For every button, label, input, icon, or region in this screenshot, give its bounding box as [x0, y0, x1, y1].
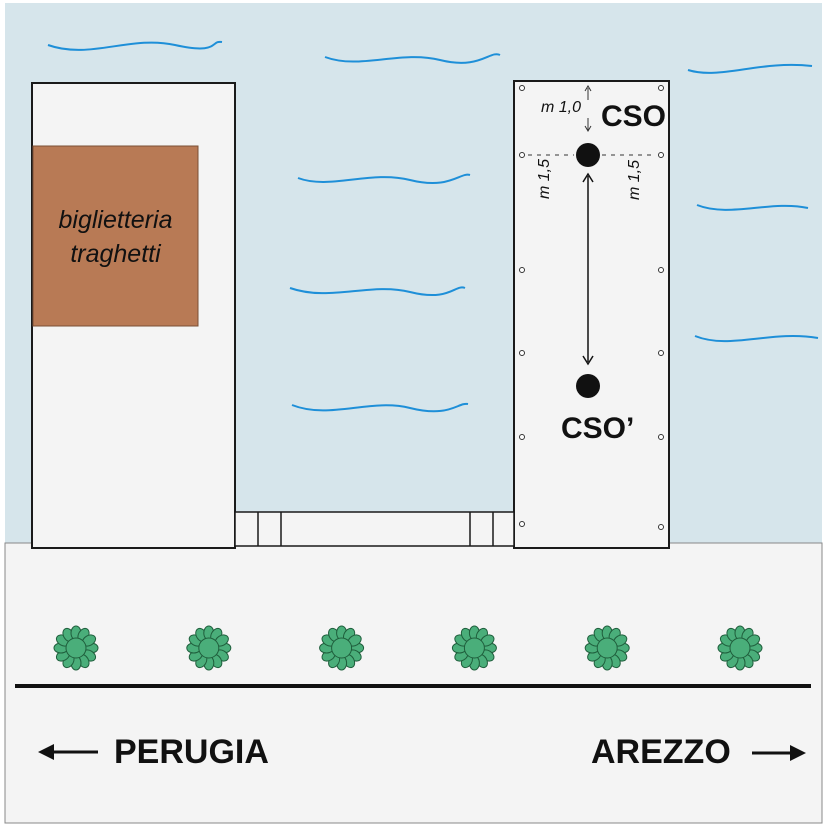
cso-label: CSO	[601, 100, 667, 133]
bollard	[658, 434, 664, 440]
bollard	[519, 152, 525, 158]
wave	[291, 402, 469, 413]
ticket-office-building	[32, 145, 199, 327]
bollard	[658, 85, 664, 91]
cso-prime-label: CSO’	[561, 412, 635, 445]
ground	[4, 542, 823, 824]
bollard	[519, 85, 525, 91]
bollard	[519, 350, 525, 356]
ticket-office-label: biglietteria traghetti	[33, 147, 198, 327]
shrub-icon	[584, 625, 630, 671]
distance-right-label: m 1,5	[626, 159, 643, 200]
waves	[47, 40, 819, 413]
arrow-left-icon	[38, 744, 98, 760]
cso-prime-point	[576, 374, 600, 398]
bollard	[519, 267, 525, 273]
wave	[694, 335, 819, 343]
cso-displacement-arrow	[582, 172, 594, 366]
distance-left-label: m 1,5	[536, 158, 553, 199]
wave	[687, 63, 813, 74]
wave	[289, 286, 466, 297]
bollard	[658, 152, 664, 158]
city-right-label: AREZZO	[591, 733, 731, 771]
shrub-icon	[53, 625, 99, 671]
walkway	[234, 511, 515, 547]
shrubs	[53, 625, 763, 671]
shrub-icon	[451, 625, 497, 671]
shrub-icon	[319, 625, 365, 671]
ticket-office-line1: biglietteria	[58, 206, 173, 234]
bollard	[658, 267, 664, 273]
bollard	[658, 350, 664, 356]
wave	[47, 40, 223, 51]
bollards	[519, 85, 664, 530]
bollard	[519, 521, 525, 527]
wave	[696, 204, 809, 211]
shrub-icon	[186, 625, 232, 671]
bollard	[519, 434, 525, 440]
cso-point	[576, 143, 600, 167]
arrow-right-icon	[752, 745, 806, 761]
wave	[324, 53, 501, 64]
bollard	[658, 524, 664, 530]
dimension-lines	[528, 85, 656, 156]
distance-top-label: m 1,0	[541, 99, 582, 116]
shrub-icon	[717, 625, 763, 671]
ticket-office-line2: traghetti	[70, 240, 161, 268]
wave	[297, 173, 471, 185]
city-left-label: PERUGIA	[114, 733, 269, 771]
